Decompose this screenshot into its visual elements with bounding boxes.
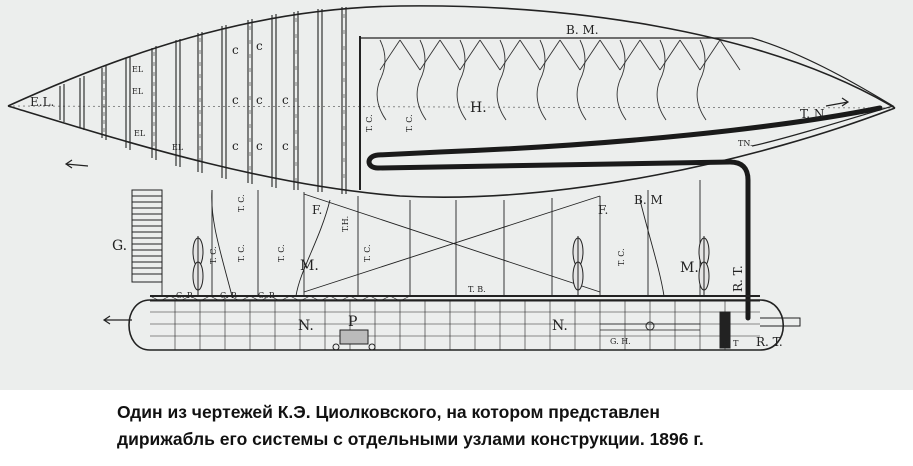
hull-frames [59,7,347,194]
label-c-1: c [232,43,239,57]
label-el-4: EL [172,143,184,152]
label-c-8: c [282,139,289,153]
label-c-5: c [282,93,289,107]
label-tc-2: T. C. [405,114,414,132]
suspension-lines [161,180,701,297]
label-tc-8: T. C. [617,248,626,266]
caption-line-1: Один из чертежей К.Э. Циолковского, на к… [117,402,660,422]
deck-beam [149,295,760,302]
label-m-2: M. [680,260,699,276]
label-c-2: c [256,39,263,53]
label-c-4: c [256,93,263,107]
gondola [128,299,801,351]
label-bm-top: B. M. [566,23,599,37]
caption-block: Один из чертежей К.Э. Циолковского, на к… [0,390,913,466]
hull-envelope [7,5,896,198]
label-m-1: M. [300,258,319,274]
label-tc-6: T. C. [277,244,286,262]
label-n-2: N. [552,318,568,334]
label-rt-vert: R. T. [731,265,745,292]
label-th: T.H. [341,216,350,232]
label-rt-end: R. T. [756,335,783,349]
gas-pipe [366,105,883,321]
label-tn-tail: T. N [800,107,824,121]
propeller-right [698,236,710,296]
direction-arrows [64,97,850,325]
label-cp-3: C. P. [258,291,275,300]
label-tc-3: T. C. [237,194,246,212]
label-tn-small: TN. [738,139,752,148]
caption-line-2: дирижабль его системы с отдельными узлам… [117,429,704,449]
frame-hatching [103,14,345,182]
envelope-netting [376,39,741,121]
label-cp-2: C. P. [220,291,237,300]
label-gh: G. H. [610,337,631,346]
label-rt-small: R. T [722,339,739,348]
label-tc-1: T. C. [365,114,374,132]
label-tc-5: T. C. [209,246,218,264]
label-el-3: EL [134,129,146,138]
label-g: G. [112,238,127,254]
label-p: P [348,314,357,330]
label-c-7: c [256,139,263,153]
label-f-2: F. [598,203,608,217]
label-el-nose: E.L. [30,95,54,109]
label-tb: T. B. [468,285,486,294]
label-h: H. [470,100,487,116]
label-el-2: EL [132,87,144,96]
label-cp-1: C. P. [176,291,193,300]
label-tc-4: T. C. [237,244,246,262]
label-c-3: c [232,93,239,107]
propeller-left [192,236,204,296]
propeller-middle [572,236,584,296]
label-n-1: N. [298,318,314,334]
label-bm-mid: B. M [634,193,663,207]
rudder-g [131,189,163,283]
label-el-1: EL [132,65,144,74]
label-c-6: c [232,139,239,153]
airship-drawing: E.L. EL EL EL EL c c c c c c c c B. M. H… [7,5,896,351]
label-f-1: F. [312,203,322,217]
label-tc-7: T. C. [363,244,372,262]
